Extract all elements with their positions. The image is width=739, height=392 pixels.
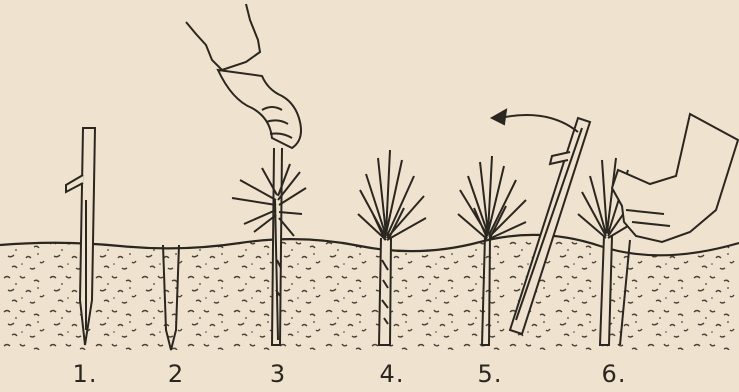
step-6-label: 6. bbox=[594, 360, 634, 388]
step-5-label: 5. bbox=[470, 360, 510, 388]
step-2-label: 2 bbox=[156, 360, 196, 388]
step-4-label: 4. bbox=[372, 360, 412, 388]
step-1-label: 1. bbox=[65, 360, 105, 388]
step-3-label: 3 bbox=[258, 360, 298, 388]
